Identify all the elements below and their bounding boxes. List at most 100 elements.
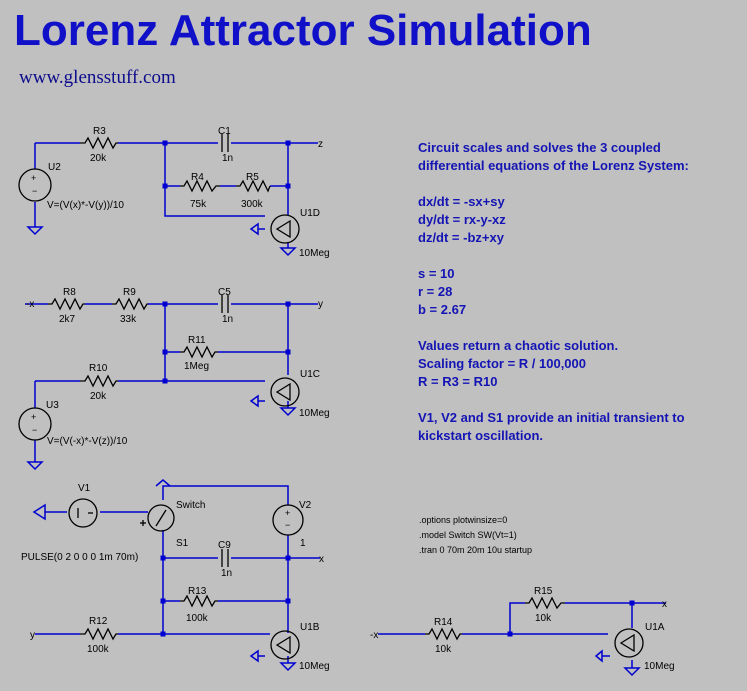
block-negx: -x x: [370, 599, 667, 668]
spice-directive[interactable]: .model Switch SW(Vt=1): [419, 530, 517, 540]
net-label-y-in: y: [30, 630, 35, 641]
opamp-u1c[interactable]: U1C 10Meg: [270, 369, 330, 419]
u1d-ref: U1D: [300, 208, 320, 219]
resistor-r13[interactable]: R13 100k: [180, 586, 218, 624]
opamp-u1b[interactable]: U1B 10Meg: [270, 622, 330, 672]
r15-ref: R15: [534, 586, 553, 597]
block-z: z: [34, 139, 323, 248]
r11-val: 1Meg: [184, 361, 209, 372]
u2-val: V=(V(x)*-V(y))/10: [47, 200, 124, 211]
u2-ref: U2: [48, 162, 61, 173]
note-line: b = 2.67: [418, 302, 467, 317]
note-line: differential equations of the Lorenz Sys…: [418, 158, 689, 173]
capacitor-c1[interactable]: C1 1n: [218, 126, 233, 164]
r3-ref: R3: [93, 126, 106, 137]
u3-ref: U3: [46, 400, 59, 411]
resistor-r4[interactable]: R4 75k: [180, 172, 220, 210]
opamp-u1a[interactable]: U1A 10Meg: [614, 622, 675, 672]
u1b-ref: U1B: [300, 622, 320, 633]
block-x: x y: [30, 485, 324, 663]
svg-text:+: +: [31, 173, 36, 183]
resistor-r10[interactable]: R10 20k: [80, 363, 118, 402]
c1-val: 1n: [222, 153, 233, 164]
description-notes: Circuit scales and solves the 3 coupled d…: [418, 139, 689, 445]
u1c-val: 10Meg: [299, 408, 330, 419]
net-label-z: z: [318, 139, 323, 150]
resistor-r8[interactable]: R8 2k7: [48, 287, 85, 325]
v1-val: PULSE(0 2 0 0 0 1m 70m): [21, 552, 138, 563]
r14-val: 10k: [435, 644, 452, 655]
u3-val: V=(V(-x)*-V(z))/10: [47, 436, 128, 447]
u1a-ref: U1A: [645, 622, 665, 633]
note-line: Scaling factor = R / 100,000: [418, 356, 586, 371]
resistor-r5[interactable]: R5 300k: [236, 172, 271, 210]
svg-text:−: −: [32, 186, 37, 196]
v2-ref: V2: [299, 500, 312, 511]
note-line: kickstart oscillation.: [418, 428, 543, 443]
note-line: V1, V2 and S1 provide an initial transie…: [418, 410, 685, 425]
note-line: Values return a chaotic solution.: [418, 338, 619, 353]
svg-text:−: −: [285, 520, 290, 530]
capacitor-c9[interactable]: C9 1n: [218, 540, 232, 579]
source-v1[interactable]: V1 PULSE(0 2 0 0 0 1m 70m): [21, 483, 138, 563]
r5-ref: R5: [246, 172, 259, 183]
r15-val: 10k: [535, 613, 552, 624]
resistor-r12[interactable]: R12 100k: [80, 616, 118, 655]
note-line: dy/dt = rx-y-xz: [418, 212, 506, 227]
note-line: r = 28: [418, 284, 453, 299]
note-line: Circuit scales and solves the 3 coupled: [418, 140, 661, 155]
r11-ref: R11: [188, 335, 206, 346]
r12-val: 100k: [87, 644, 110, 655]
source-u3[interactable]: + − U3 V=(V(-x)*-V(z))/10: [18, 400, 128, 447]
r9-ref: R9: [123, 287, 136, 298]
v1-ref: V1: [78, 483, 91, 494]
r13-ref: R13: [188, 586, 207, 597]
spice-directive[interactable]: .options plotwinsize=0: [419, 515, 508, 525]
c9-val: 1n: [221, 568, 232, 579]
block-y: -x y: [25, 299, 323, 462]
svg-text:+: +: [31, 412, 36, 422]
r5-val: 300k: [241, 199, 264, 210]
u1d-val: 10Meg: [299, 248, 330, 259]
c1-ref: C1: [218, 126, 231, 137]
source-v2[interactable]: + − V2 1: [272, 500, 312, 549]
page-title: Lorenz Attractor Simulation: [14, 6, 592, 55]
ground-symbols: [26, 222, 641, 677]
resistor-r11[interactable]: R11 1Meg: [180, 335, 218, 372]
s1-ref: S1: [176, 538, 189, 549]
net-label-x: x: [319, 554, 324, 565]
c9-ref: C9: [218, 540, 231, 551]
source-u2[interactable]: + − U2 V=(V(x)*-V(y))/10: [18, 162, 124, 211]
u1b-val: 10Meg: [299, 661, 330, 672]
net-label-negx-right: -x: [370, 630, 378, 641]
website-url: www.glensstuff.com: [19, 67, 176, 88]
resistor-r14[interactable]: R14 10k: [425, 617, 462, 655]
r4-val: 75k: [190, 199, 207, 210]
r13-val: 100k: [186, 613, 209, 624]
opamp-u1d[interactable]: U1D 10Meg: [270, 208, 330, 259]
note-line: R = R3 = R10: [418, 374, 498, 389]
r12-ref: R12: [89, 616, 108, 627]
r10-ref: R10: [89, 363, 108, 374]
v2-val: 1: [300, 538, 306, 549]
svg-text:+: +: [285, 508, 290, 518]
r8-ref: R8: [63, 287, 76, 298]
net-label-x-out: x: [662, 599, 667, 610]
note-line: s = 10: [418, 266, 455, 281]
c5-ref: C5: [218, 287, 231, 298]
u1a-val: 10Meg: [644, 661, 675, 672]
note-line: dz/dt = -bz+xy: [418, 230, 504, 245]
capacitor-c5[interactable]: C5 1n: [218, 287, 233, 325]
r14-ref: R14: [434, 617, 453, 628]
resistor-r15[interactable]: R15 10k: [525, 586, 565, 624]
note-line: dx/dt = -sx+sy: [418, 194, 505, 209]
resistor-r9[interactable]: R9 33k: [112, 287, 148, 325]
resistor-r3[interactable]: R3 20k: [80, 126, 118, 164]
c5-val: 1n: [222, 314, 233, 325]
svg-text:−: −: [32, 425, 37, 435]
r9-val: 33k: [120, 314, 137, 325]
spice-directive[interactable]: .tran 0 70m 20m 10u startup: [419, 545, 533, 555]
net-label-negx-top: -x: [26, 299, 34, 310]
switch-s1[interactable]: S1 Switch: [140, 500, 205, 549]
